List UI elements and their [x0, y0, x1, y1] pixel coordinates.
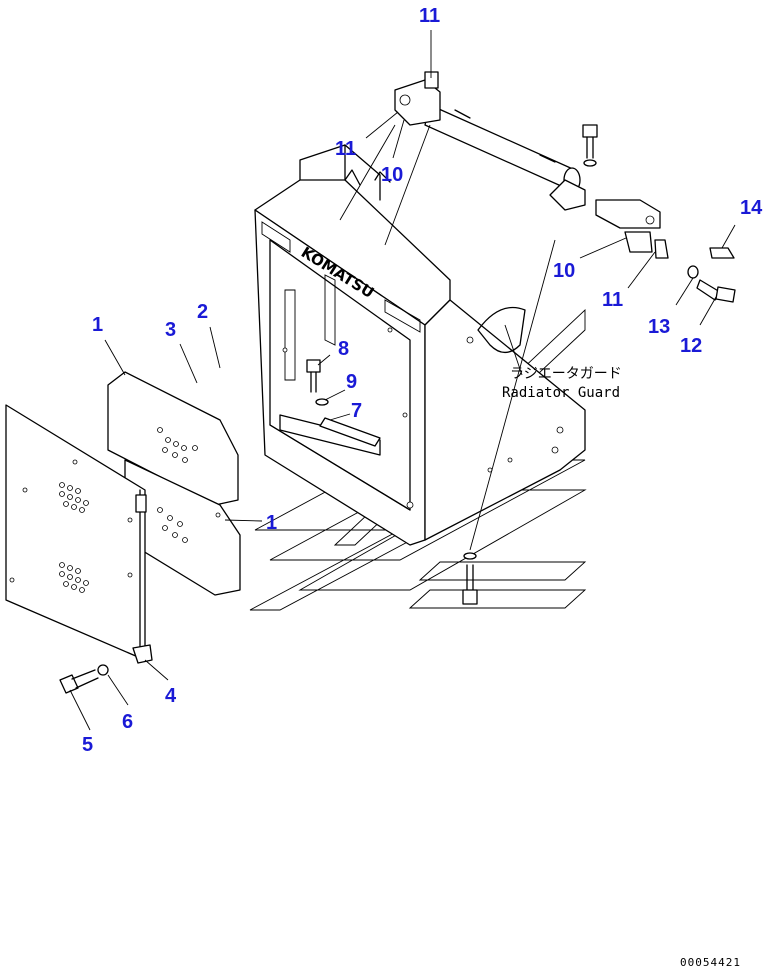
part-label-1-bottom: 1 — [266, 512, 277, 534]
part-label-11-top: 11 — [419, 5, 440, 27]
part-label-3: 3 — [165, 319, 176, 341]
leader-lines — [69, 30, 736, 731]
part-label-14: 14 — [740, 197, 763, 219]
part-label-9: 9 — [346, 371, 357, 393]
radiator-guard-frame: KOMATSU — [254, 144, 586, 546]
part-label-2: 2 — [197, 301, 208, 323]
part-label-4: 4 — [165, 685, 177, 707]
support-shaft — [339, 71, 598, 246]
part-label-8: 8 — [338, 338, 349, 360]
drawing-code: 00054421 — [680, 956, 741, 969]
lower-hardware — [59, 644, 153, 694]
part-number-labels: 11 11 10 14 10 11 13 12 1 2 3 8 9 7 1 4 … — [82, 5, 763, 756]
part-label-13: 13 — [648, 316, 670, 338]
part-label-11-left: 11 — [335, 138, 356, 160]
right-bracket-assembly — [595, 199, 736, 303]
callout-english: Radiator Guard — [502, 385, 620, 401]
part-label-10-right: 10 — [553, 260, 575, 282]
cover-plate-rear — [107, 371, 239, 506]
long-vertical-bolt — [462, 239, 556, 605]
vent-holes-upper — [59, 482, 89, 513]
vent-holes-lower — [59, 562, 89, 593]
cover-plate-front — [5, 404, 147, 661]
part-label-12: 12 — [680, 335, 702, 357]
part-label-7: 7 — [351, 400, 362, 422]
part-label-10-left: 10 — [381, 164, 403, 186]
part-label-5: 5 — [82, 734, 93, 756]
radiator-guard-callout: ラジエータガード Radiator Guard — [502, 366, 622, 401]
inner-parts — [306, 359, 381, 447]
part-label-11-right: 11 — [602, 289, 623, 311]
part-label-6: 6 — [122, 711, 133, 733]
part-label-1-top: 1 — [92, 314, 103, 336]
callout-japanese: ラジエータガード — [510, 366, 622, 382]
